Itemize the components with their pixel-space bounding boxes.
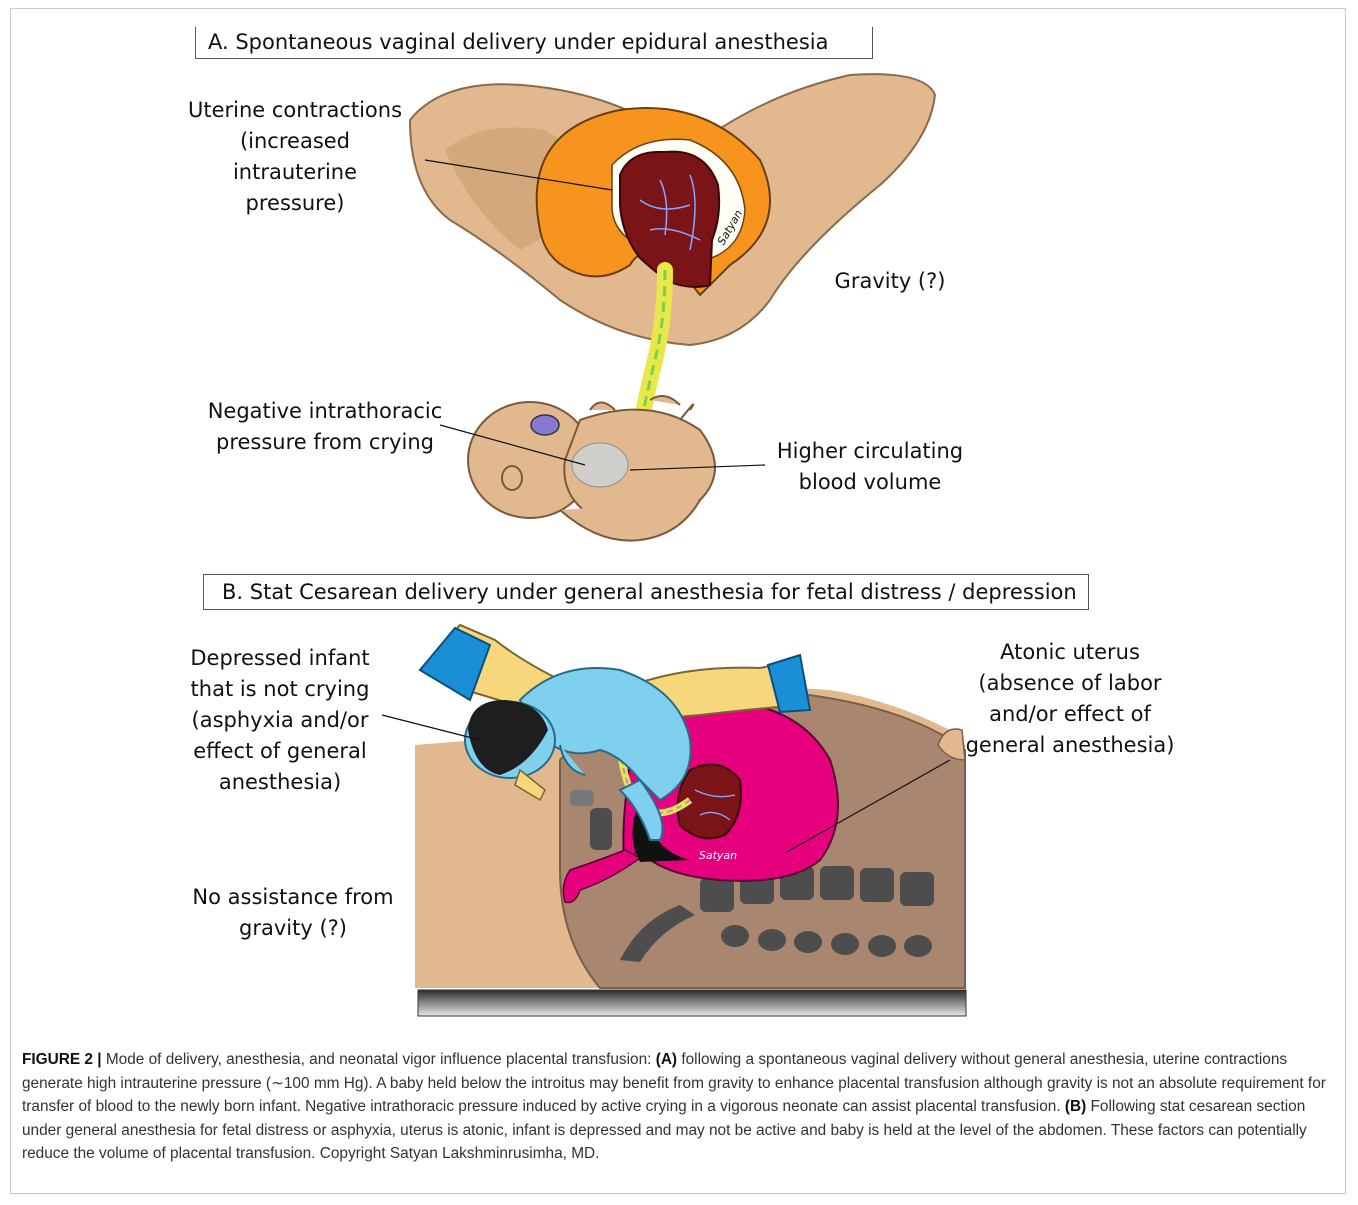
label-no-gravity: No assistance from gravity (?): [178, 882, 408, 944]
figure-caption: FIGURE 2 | Mode of delivery, anesthesia,…: [22, 1048, 1336, 1166]
panel-b-title: B. Stat Cesarean delivery under general …: [203, 574, 1089, 610]
panel-a-title: A. Spontaneous vaginal delivery under ep…: [195, 27, 873, 59]
label-negative-intrathoracic: Negative intrathoracic pressure from cry…: [195, 396, 455, 458]
caption-b-marker: (B): [1065, 1098, 1086, 1115]
label-depressed-infant: Depressed infant that is not crying (asp…: [168, 643, 392, 798]
pubic-bone-2: [570, 790, 594, 806]
caption-a-marker: (A): [656, 1051, 677, 1068]
caption-text-1: Mode of delivery, anesthesia, and neonat…: [102, 1051, 656, 1068]
leader-depressed-infant: [382, 715, 480, 740]
label-atonic-uterus: Atonic uterus (absence of labor and/or e…: [955, 637, 1185, 761]
signature-b: Satyan: [688, 840, 748, 871]
label-uterine-contractions: Uterine contractions (increased intraute…: [170, 95, 420, 219]
label-gravity-a: Gravity (?): [820, 266, 960, 297]
label-higher-blood-volume: Higher circulating blood volume: [760, 436, 980, 498]
pubic-bone: [590, 808, 612, 850]
operating-table: [418, 990, 966, 1016]
figure-label: FIGURE 2 |: [22, 1051, 102, 1068]
